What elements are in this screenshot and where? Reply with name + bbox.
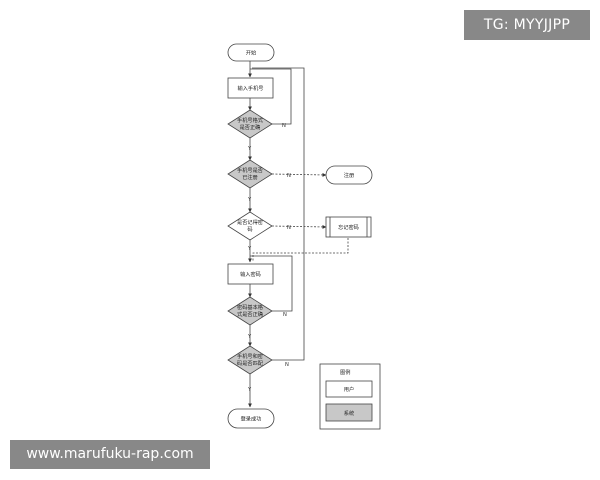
password-format-check-node: 密码基本格 式是否正确	[227, 296, 273, 326]
label-registered-no: N	[287, 173, 291, 179]
svg-text:是否记得密: 是否记得密	[237, 218, 263, 226]
svg-text:输入密码: 输入密码	[240, 270, 261, 278]
input-phone-node: 输入手机号	[227, 77, 274, 99]
label-password-format-no: N	[283, 312, 287, 318]
edge-format-check-no	[250, 68, 292, 125]
svg-text:码是否匹配: 码是否匹配	[237, 359, 264, 367]
forgot-password-node: 忘记密码	[325, 216, 372, 238]
match-check-node: 手机号和密 码是否匹配	[227, 345, 273, 375]
edge-forgot-password-return	[252, 238, 349, 262]
svg-text:式是否正确: 式是否正确	[237, 310, 263, 318]
label-format-no: N	[282, 123, 286, 129]
legend-title: 图例	[340, 368, 350, 376]
svg-text:注册: 注册	[344, 171, 354, 179]
svg-text:输入手机号: 输入手机号	[238, 84, 264, 92]
phone-format-check-node: 手机号格式 是否正确	[227, 109, 273, 139]
login-success-node: 登录成功	[227, 408, 275, 429]
legend-system-swatch: 系统	[325, 403, 373, 422]
svg-text:手机号格式: 手机号格式	[237, 116, 264, 124]
label-password-format-yes: Y	[247, 334, 252, 340]
label-match-yes: Y	[247, 387, 252, 393]
label-forgot-no: N	[287, 225, 291, 231]
edge-password-format-no	[250, 255, 293, 312]
label-forgot-yes: Y	[247, 246, 252, 252]
phone-registered-check-node: 手机号是否 已注册	[227, 159, 273, 189]
svg-text:密码基本格: 密码基本格	[237, 303, 264, 311]
label-format-yes: Y	[247, 146, 252, 152]
label-registered-yes: Y	[247, 197, 252, 203]
edge-match-check-no	[252, 67, 305, 361]
svg-text:手机号是否: 手机号是否	[237, 166, 263, 174]
svg-text:系统: 系统	[344, 409, 354, 417]
svg-text:忘记密码: 忘记密码	[338, 223, 359, 231]
forgot-password-check-node: 是否记得密 码	[227, 211, 273, 241]
site-watermark: www.marufuku-rap.com	[10, 440, 210, 469]
legend: 图例 用户 系统	[319, 363, 381, 430]
svg-text:开始: 开始	[246, 49, 257, 57]
svg-text:已注册: 已注册	[242, 173, 258, 181]
svg-text:登录成功: 登录成功	[241, 415, 262, 423]
tg-watermark: TG: MYYJJPP	[464, 10, 590, 40]
input-password-node: 输入密码	[227, 263, 274, 285]
svg-text:码: 码	[247, 225, 252, 233]
edge-forgot-check-no	[271, 224, 327, 229]
legend-user-swatch: 用户	[325, 380, 373, 398]
svg-text:手机号和密: 手机号和密	[237, 352, 263, 360]
svg-text:是否正确: 是否正确	[240, 123, 261, 131]
svg-text:用户: 用户	[344, 385, 354, 393]
register-node: 注册	[325, 165, 373, 185]
start-node: 开始	[227, 43, 275, 62]
edge-registered-check-no	[271, 172, 327, 177]
label-match-no: N	[285, 362, 289, 368]
